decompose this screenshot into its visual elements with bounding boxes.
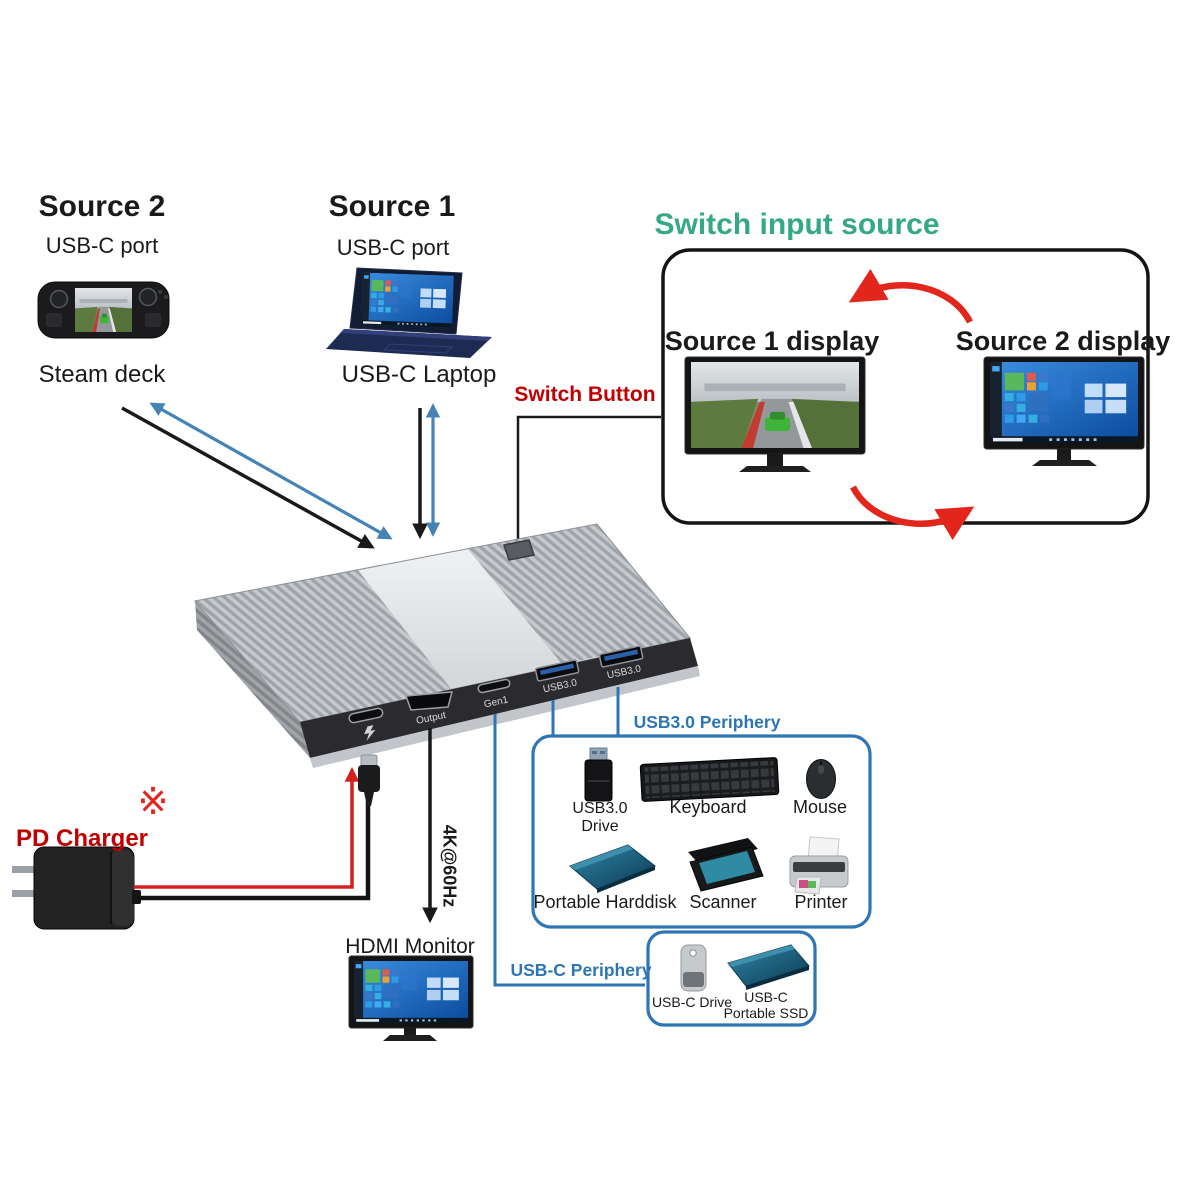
source1-display-label: Source 1 display (664, 326, 880, 356)
pd-power-cable (137, 800, 371, 901)
resolution-label: 4K@60Hz (439, 824, 460, 908)
switch-panel-title: Switch input source (654, 208, 940, 241)
usbc-ssd-label: USB-C Portable SSD (723, 989, 809, 1021)
mouse-image (806, 759, 836, 799)
switch-button-label: Switch Button (514, 383, 656, 406)
reference-mark: ※ (137, 780, 169, 823)
source1-device-label: USB-C Laptop (341, 361, 497, 388)
usb3-drive-image (584, 747, 613, 802)
keyboard-label: Keyboard (669, 797, 747, 817)
switch-cycle-arrow-bottom-icon (850, 485, 975, 541)
source2-title: Source 2 (38, 190, 166, 223)
steam-deck-black-arrow (121, 406, 375, 549)
hdmi-monitor-image (348, 955, 474, 1041)
switch-cycle-arrow-top-icon (848, 268, 973, 324)
portable-harddisk-label: Portable Harddisk (533, 892, 677, 912)
usbc-plug-image (358, 754, 380, 806)
printer-image (789, 836, 849, 895)
pd-power-red-arrow (134, 767, 360, 889)
scanner-label: Scanner (689, 892, 757, 912)
power-bolt-icon (364, 725, 376, 741)
usbc-ssd-image (727, 944, 810, 990)
source2-device-label: Steam deck (38, 361, 166, 388)
source1-title: Source 1 (328, 190, 456, 223)
source1-display-monitor (684, 356, 866, 472)
hdmi-monitor-label: HDMI Monitor (345, 935, 475, 958)
usbc-laptop-image (326, 267, 492, 358)
dock-power-port (348, 707, 384, 741)
pd-charger-image (12, 846, 141, 930)
pd-charger-label: PD Charger (15, 825, 149, 852)
usbc-drive-label: USB-C Drive (651, 994, 733, 1010)
dock-usbc-gen1-port: Gen1 (477, 678, 511, 710)
switch-panel-box (516, 248, 1150, 543)
source2-display-label: Source 2 display (955, 326, 1171, 356)
usbc-gen1-line (493, 714, 645, 987)
mouse-label: Mouse (792, 797, 848, 817)
steam-deck-blue-double-arrow (149, 402, 393, 540)
dock-switch-button (503, 539, 535, 561)
scanner-image (688, 838, 764, 892)
keyboard-image (639, 757, 780, 802)
source2-display-monitor (983, 356, 1145, 466)
source1-port-label: USB-C port (336, 235, 450, 260)
usb3-periphery-title: USB3.0 Periphery (633, 712, 781, 732)
switch-button-connector-line (516, 415, 661, 543)
usbc-periphery-title: USB-C Periphery (510, 960, 652, 980)
portable-harddisk-image (569, 844, 656, 893)
dock-usbc-gen1-label: Gen1 (483, 694, 510, 710)
printer-label: Printer (794, 892, 848, 912)
steam-deck-image (37, 281, 170, 339)
dock-hdmi-port: Output (404, 691, 454, 727)
source2-port-label: USB-C port (45, 233, 159, 258)
usbc-drive-image (680, 944, 707, 992)
usb3-drive-label: USB3.0 Drive (572, 800, 628, 835)
dock-image: Output Gen1 USB3.0 USB3.0 (194, 523, 700, 768)
